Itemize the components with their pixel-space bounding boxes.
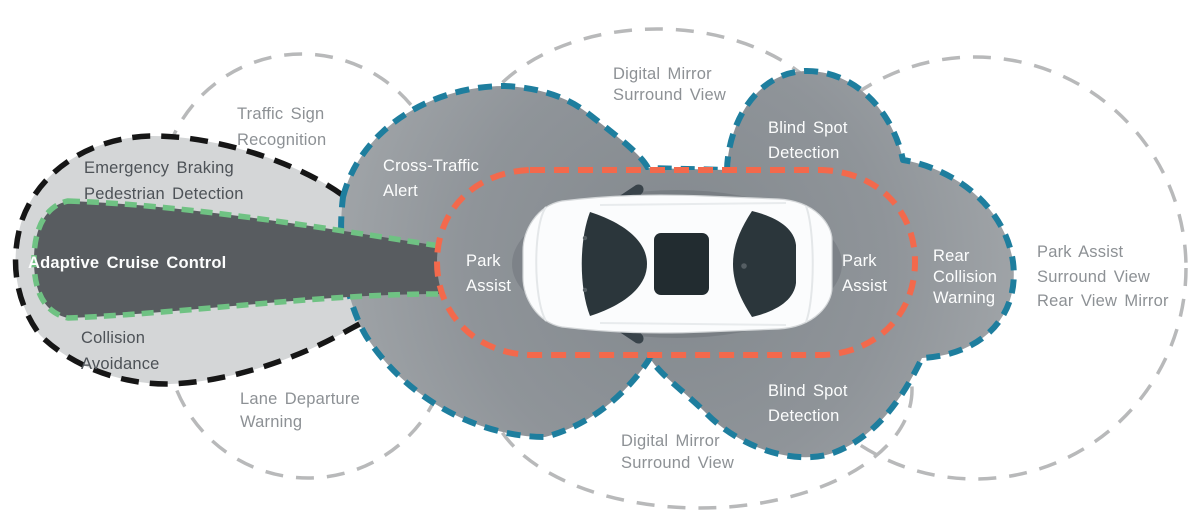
car-illustration xyxy=(512,184,842,344)
park-assist-rear-label-line2: Assist xyxy=(842,277,887,295)
zone-labels: Traffic Sign Recognition Emergency Braki… xyxy=(28,65,1169,472)
lane-departure-label-line2: Warning xyxy=(240,413,302,431)
digital-mirror-top-label-line2: Surround View xyxy=(613,86,726,104)
emergency-braking-label-line1: Emergency Braking xyxy=(84,159,234,177)
rear-collision-label-line1: Rear xyxy=(933,247,970,265)
car-trunk-line xyxy=(805,205,814,323)
car-hood-line xyxy=(535,206,547,322)
rear-collision-label-line2: Collision xyxy=(933,268,997,286)
blind-spot-bottom-label-line1: Blind Spot xyxy=(768,382,848,400)
collision-avoidance-label-line1: Collision xyxy=(81,329,145,347)
digital-mirror-bottom-label-line2: Surround View xyxy=(621,454,734,472)
rear-collision-label-line3: Warning xyxy=(933,289,995,307)
collision-avoidance-label-line2: Avoidance xyxy=(81,355,160,373)
park-assist-surround-label-line1: Park Assist xyxy=(1037,243,1124,261)
car-roof-rail-top xyxy=(599,202,787,206)
adaptive-cruise-beam xyxy=(31,198,450,321)
park-assist-surround-label-line3: Rear View Mirror xyxy=(1037,292,1169,310)
lane-departure-label-line1: Lane Departure xyxy=(240,390,360,408)
cross-traffic-label-line2: Alert xyxy=(383,182,418,200)
emergency-braking-label-line2: Pedestrian Detection xyxy=(84,185,244,203)
car-door-handle-rear xyxy=(582,287,588,293)
blind-spot-top-label-line1: Blind Spot xyxy=(768,119,848,137)
car-windshield xyxy=(581,212,647,316)
blind-spot-top-label-line2: Detection xyxy=(768,144,840,162)
traffic-sign-label-line2: Recognition xyxy=(237,131,326,149)
car-door-handle-front xyxy=(582,235,588,241)
cross-traffic-label-line1: Cross-Traffic xyxy=(383,157,479,175)
digital-mirror-bottom-label-line1: Digital Mirror xyxy=(621,432,720,450)
blind-spot-bottom-label-line2: Detection xyxy=(768,407,840,425)
adaptive-cruise-label: Adaptive Cruise Control xyxy=(28,254,226,272)
traffic-sign-label-line1: Traffic Sign xyxy=(237,105,324,123)
park-assist-front-label-line2: Assist xyxy=(466,277,511,295)
park-assist-front-label-line1: Park xyxy=(466,252,501,270)
car-roof-rail-bottom xyxy=(599,322,787,326)
car-rear-window xyxy=(733,211,796,317)
park-assist-surround-label-line2: Surround View xyxy=(1037,268,1150,286)
park-assist-rear-label-line1: Park xyxy=(842,252,877,270)
car-fuel-door xyxy=(741,263,747,269)
digital-mirror-top-label-line1: Digital Mirror xyxy=(613,65,712,83)
car-sunroof xyxy=(654,233,709,295)
